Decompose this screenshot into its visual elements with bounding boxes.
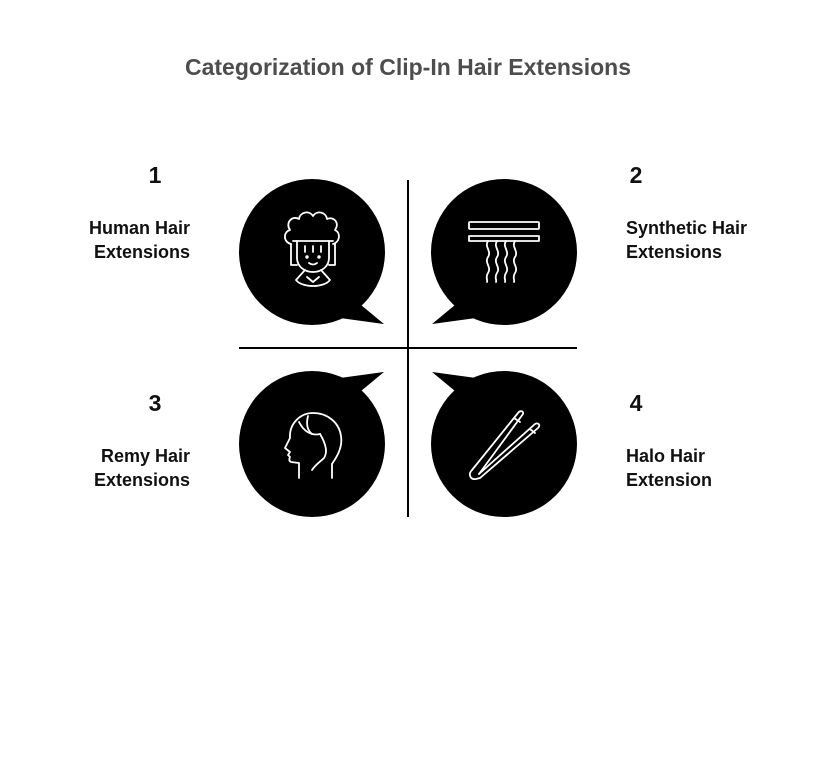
curly-hair-person-icon (283, 211, 340, 287)
quadrant-3-number: 3 (148, 390, 162, 416)
quadrant-1-label-line1: Human Hair (88, 218, 190, 238)
quadrant-2-label-line2: Extensions (626, 242, 723, 262)
quadrant-4-label: Halo Hair Extension (626, 444, 816, 492)
quadrant-2-bubble (431, 179, 577, 325)
quadrant-2-label: Synthetic Hair Extensions (626, 216, 816, 264)
quadrant-3-label-line2: Extensions (93, 470, 190, 490)
wavy-strands-icon (468, 221, 540, 283)
quadrant-4-label-line2: Extension (626, 470, 713, 490)
quadrant-3-label-line1: Remy Hair (100, 446, 190, 466)
hair-clip-icon (469, 410, 541, 480)
quadrant-1-label: Human Hair Extensions (0, 216, 190, 264)
quadrant-4-label-line1: Halo Hair (626, 446, 706, 466)
quadrant-1-label-line2: Extensions (93, 242, 190, 262)
head-profile-icon (284, 412, 343, 479)
quadrant-4-number: 4 (629, 390, 643, 416)
quadrant-4-bubble (431, 371, 577, 517)
quadrant-3-label: Remy Hair Extensions (0, 444, 190, 492)
diagram-title: Categorization of Clip-In Hair Extension… (185, 54, 631, 80)
quadrant-2-label-line1: Synthetic Hair (626, 218, 748, 238)
quadrant-2-number: 2 (629, 162, 643, 188)
quadrant-1-bubble (239, 179, 385, 325)
quadrant-3-bubble (239, 371, 385, 517)
quadrant-1-number: 1 (148, 162, 162, 188)
